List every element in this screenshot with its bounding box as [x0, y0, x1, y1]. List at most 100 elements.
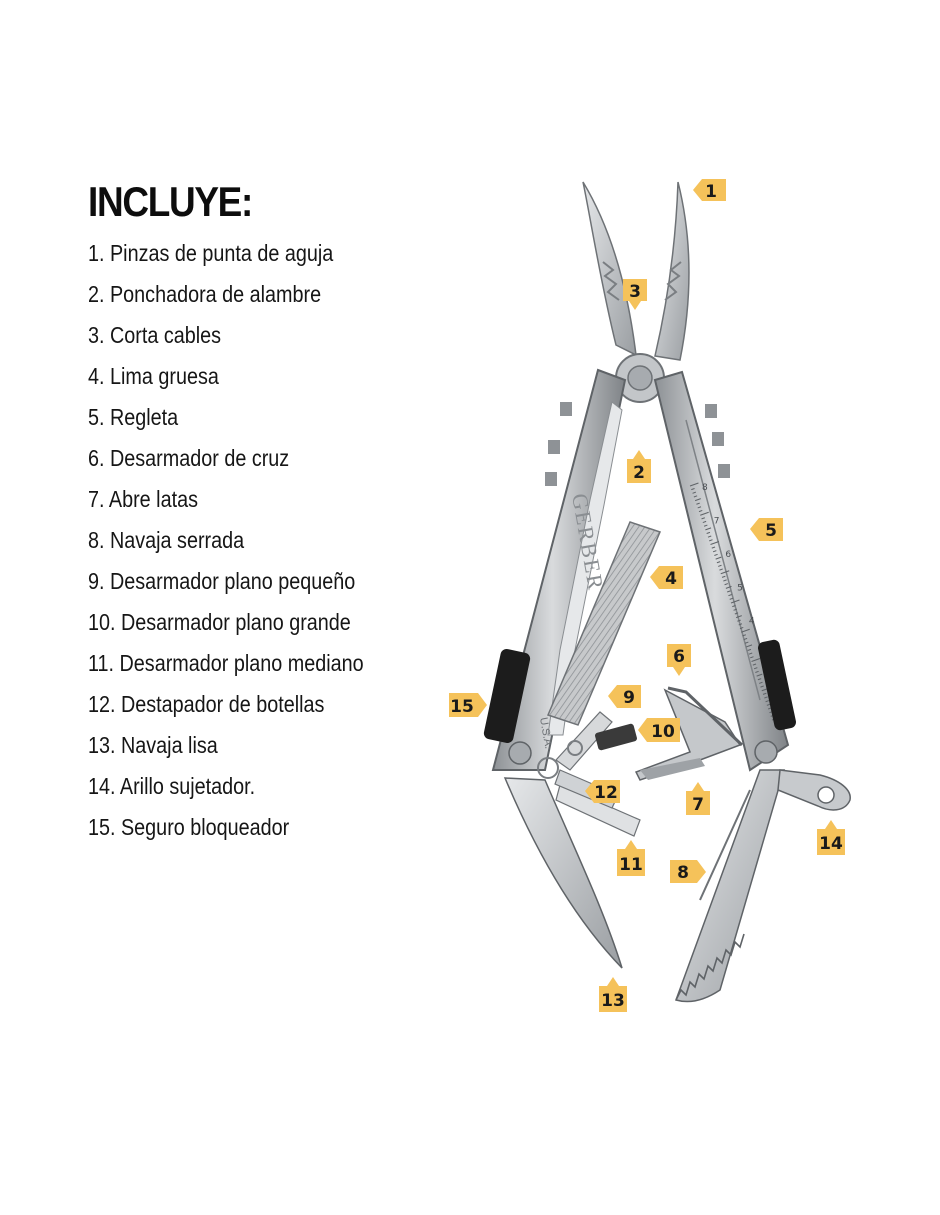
ruler-tick — [694, 498, 701, 502]
ruler-tick — [701, 517, 705, 520]
callout-9: 9 — [608, 685, 641, 708]
coarse-file — [546, 521, 662, 726]
callout-11: 11 — [617, 840, 645, 876]
ruler-tick — [759, 681, 763, 684]
callout-1: 1 — [693, 179, 726, 202]
svg-text:15: 15 — [450, 697, 474, 717]
svg-text:6: 6 — [673, 647, 685, 667]
ruler-tick — [711, 546, 716, 549]
callout-2: 2 — [627, 450, 651, 483]
callout-13: 13 — [599, 977, 627, 1012]
list-item: 7. Abre latas — [88, 486, 198, 512]
ruler-tick — [738, 623, 743, 626]
can-opener-and-phillips — [634, 686, 744, 781]
ruler-tick — [705, 527, 712, 531]
locking-grip — [483, 649, 531, 743]
tool-cluster — [508, 711, 641, 837]
ruler-tick — [732, 605, 736, 608]
ruler-number: 8 — [702, 483, 708, 493]
svg-text:10: 10 — [651, 722, 675, 742]
list-item: 13. Navaja lisa — [88, 732, 218, 758]
list-item: 3. Corta cables — [88, 322, 222, 348]
ruler-tick — [742, 634, 746, 637]
svg-text:12: 12 — [594, 783, 618, 803]
list-item: 12. Destapador de botellas — [88, 691, 325, 717]
ruler-tick — [702, 520, 707, 524]
ruler-tick — [719, 568, 723, 571]
ruler-number: 6 — [725, 550, 731, 560]
ruler-tick — [718, 564, 722, 567]
ruler-tick — [733, 608, 738, 611]
ruler-tick — [735, 615, 742, 619]
callout-12: 12 — [585, 780, 620, 803]
svg-text:5: 5 — [765, 521, 777, 541]
ruler-tick — [752, 663, 757, 666]
straight-knife — [503, 777, 623, 969]
list-item: 8. Navaja serrada — [88, 527, 245, 553]
ruler-tick — [747, 648, 752, 652]
svg-text:9: 9 — [623, 688, 635, 708]
list-item: 10. Desarmador plano grande — [88, 609, 351, 635]
callout-4: 4 — [650, 566, 683, 589]
feature-list: 1. Pinzas de punta de aguja 2. Ponchador… — [88, 238, 408, 853]
ruler-tick — [693, 495, 698, 498]
ruler-tick — [723, 579, 727, 582]
ruler-tick — [697, 506, 702, 509]
ruler-tick — [734, 612, 739, 615]
ruler-tick — [728, 594, 732, 597]
ruler-number: 7 — [714, 516, 720, 526]
ruler-tick — [737, 619, 741, 622]
ruler-tick — [720, 570, 730, 575]
callout-6: 6 — [667, 644, 691, 676]
ruler-tick — [710, 541, 720, 545]
ruler-tick — [724, 583, 729, 586]
list-item: 11. Desarmador plano mediano — [88, 650, 364, 676]
ruler-tick — [729, 597, 734, 600]
ruler-tick — [696, 502, 700, 505]
ruler-tick — [750, 656, 754, 659]
callout-14: 14 — [817, 820, 845, 855]
ruler-tick — [756, 673, 763, 677]
left-handle: GERBER U.S.A. — [483, 368, 627, 771]
ruler-tick — [721, 575, 726, 578]
list-item: 14. Arillo sujetador. — [88, 773, 256, 799]
svg-text:3: 3 — [629, 282, 641, 302]
ruler-tick — [744, 641, 749, 644]
callout-5: 5 — [750, 518, 783, 541]
ruler-tick — [760, 685, 764, 688]
svg-text:14: 14 — [819, 834, 843, 854]
ruler-marks: 87654321 — [689, 482, 790, 727]
list-item: 4. Lima gruesa — [88, 363, 219, 389]
ruler-tick — [746, 644, 753, 648]
large-flat-screwdriver — [595, 723, 637, 751]
ruler-tick — [755, 670, 759, 673]
ruler-tick — [748, 652, 753, 655]
ruler-tick — [700, 511, 709, 516]
ruler-tick — [764, 696, 768, 699]
ruler-tick — [726, 590, 731, 593]
svg-text:11: 11 — [619, 855, 643, 875]
ruler-tick — [689, 482, 699, 487]
ruler-tick — [712, 550, 717, 553]
list-item: 5. Regleta — [88, 404, 179, 430]
list-item: 2. Ponchadora de alambre — [88, 281, 322, 307]
svg-text:8: 8 — [677, 863, 689, 883]
ruler-tick — [725, 585, 732, 589]
ruler-number: 4 — [749, 617, 755, 627]
ruler-tick — [765, 700, 770, 703]
right-grip — [758, 639, 796, 731]
ruler-tick — [692, 491, 697, 494]
svg-text:1: 1 — [705, 182, 717, 202]
svg-text:4: 4 — [665, 569, 677, 589]
ruler-tick — [743, 637, 748, 641]
origin-label: U.S.A. — [537, 716, 554, 749]
ruler-tick — [714, 553, 718, 556]
ruler-tick — [757, 678, 762, 681]
callout-3: 3 — [623, 279, 647, 310]
callout-15: 15 — [449, 693, 487, 717]
right-handle: 87654321 — [653, 370, 796, 772]
ruler-tick — [698, 509, 703, 513]
svg-text:2: 2 — [633, 463, 645, 483]
serrated-knife — [675, 769, 785, 1003]
